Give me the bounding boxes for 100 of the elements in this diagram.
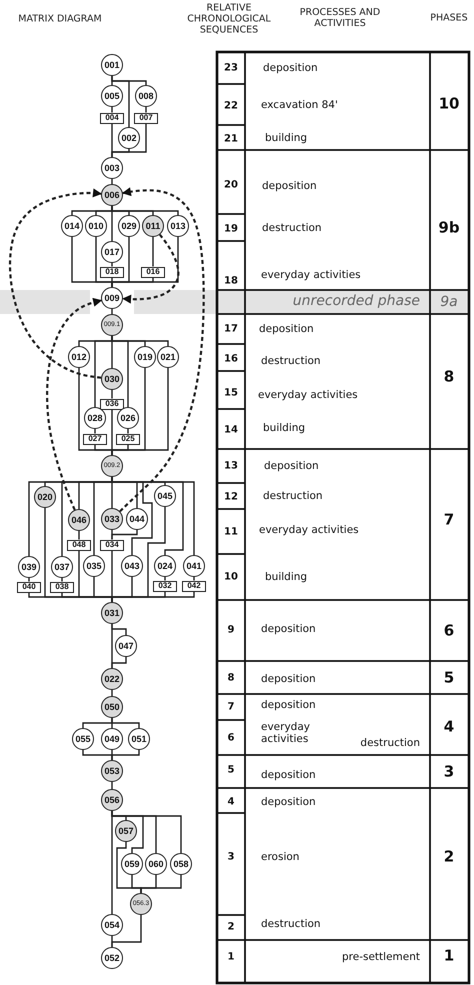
unit-circle: 017 — [101, 241, 123, 263]
unit-circle: 022 — [101, 668, 123, 690]
unit-circle: 005 — [101, 85, 123, 107]
unit-circle: 049 — [101, 728, 123, 750]
unit-circle: 050 — [101, 696, 123, 718]
column-header: PHASES — [429, 14, 469, 24]
unit-circle: 059 — [121, 853, 143, 875]
process-label: destruction — [263, 490, 323, 502]
unit-label-box: 027 — [83, 434, 107, 444]
unit-circle: 039 — [18, 556, 40, 578]
unit-label-box: 040 — [17, 582, 41, 592]
sequence-number: 23 — [224, 62, 238, 74]
unit-circle: 019 — [134, 346, 156, 368]
unit-circle: 010 — [85, 215, 107, 237]
sequence-number: 8 — [228, 672, 234, 684]
unit-circle: 003 — [101, 157, 123, 179]
unit-circle: 009 — [101, 287, 123, 309]
unit-circle: 013 — [167, 215, 189, 237]
process-label: destruction — [261, 354, 321, 368]
unit-label-box: 004 — [100, 112, 124, 124]
sequence-number: 2 — [228, 921, 234, 933]
dashed-arrow — [8, 188, 102, 379]
unit-circle: 008 — [135, 85, 157, 107]
unit-circle: 054 — [101, 914, 123, 936]
unit-label-box: 042 — [182, 580, 206, 592]
unit-circle: 014 — [61, 215, 83, 237]
unit-circle: 021 — [157, 346, 179, 368]
unit-label-box: 007 — [134, 112, 158, 124]
process-label: deposition — [261, 796, 316, 808]
connector-line — [111, 237, 179, 287]
connector-line — [111, 811, 113, 914]
connector-line — [111, 76, 147, 85]
sequence-number: 4 — [228, 796, 234, 808]
column-header: RELATIVE CHRONOLOGICAL SEQUENCES — [186, 4, 272, 36]
phase-number: 10 — [438, 95, 460, 113]
sequence-number: 7 — [228, 701, 234, 713]
dashed-arrow — [119, 187, 205, 512]
dashed-arrow — [46, 298, 102, 510]
unit-circle: 011 — [142, 215, 164, 237]
sequence-number: 16 — [224, 353, 238, 365]
sequence-number: 10 — [224, 571, 238, 583]
unit-circle: 031 — [101, 602, 123, 624]
unit-circle: 024 — [154, 555, 176, 577]
process-label: erosion — [261, 850, 300, 864]
process-label: everyday activities — [261, 720, 311, 746]
connector-line — [111, 657, 127, 668]
connector-line — [111, 750, 140, 760]
process-label: deposition — [263, 62, 318, 74]
unit-circle: 041 — [183, 555, 205, 577]
phase-number: 2 — [444, 848, 454, 866]
process-label: deposition — [259, 322, 314, 336]
sequence-number: 17 — [224, 323, 238, 335]
phase-number: 7 — [444, 511, 454, 529]
unit-circle: 044 — [126, 508, 148, 530]
unit-circle: 020 — [34, 486, 56, 508]
process-label: building — [263, 422, 306, 434]
process-label: building — [265, 132, 308, 144]
unit-circle: 033 — [101, 508, 123, 530]
process-label: building — [265, 570, 308, 584]
process-label: everyday activities — [259, 524, 359, 536]
connector-line — [111, 936, 113, 947]
phase-number: 1 — [444, 947, 454, 965]
phase-number: 9a — [440, 294, 458, 310]
unit-circle: 046 — [68, 509, 90, 531]
process-label: deposition — [262, 180, 317, 192]
dashed-arrow — [122, 234, 180, 304]
sequence-number: 15 — [224, 387, 238, 399]
process-label: destruction — [261, 918, 321, 930]
unit-circle: 051 — [128, 728, 150, 750]
sequence-number: 20 — [224, 179, 238, 191]
unit-circle: 045 — [154, 485, 176, 507]
unit-circle: 002 — [118, 127, 140, 149]
unit-circle: 029 — [118, 215, 140, 237]
unit-circle: 006 — [101, 184, 123, 206]
connector-line — [111, 718, 140, 728]
sequence-number: 14 — [224, 424, 238, 436]
process-label: destruction — [360, 736, 420, 750]
phase-note: unrecorded phase — [292, 292, 420, 310]
column-header: PROCESSES AND ACTIVITIES — [298, 8, 382, 30]
sequence-number: 5 — [228, 764, 234, 776]
phase-number: 4 — [444, 718, 454, 736]
sequence-number: 19 — [224, 223, 238, 235]
unit-label-box: 016 — [141, 266, 165, 278]
phase-number: 6 — [444, 622, 454, 640]
unit-circle: 028 — [84, 407, 106, 429]
unit-label-box: 034 — [100, 540, 124, 550]
connector-line — [111, 336, 169, 346]
process-label: everyday activities — [258, 388, 358, 402]
unit-circle: 053 — [101, 760, 123, 782]
column-header: MATRIX DIAGRAM — [17, 14, 103, 26]
sequence-number: 6 — [228, 732, 234, 744]
sequence-number: 13 — [224, 460, 238, 472]
sequence-number: 9 — [228, 624, 234, 636]
sequence-number: 18 — [224, 275, 238, 287]
unit-circle: 030 — [101, 368, 123, 390]
process-label: excavation 84' — [261, 98, 338, 112]
sequence-number: 21 — [224, 133, 238, 145]
process-label: deposition — [261, 698, 316, 712]
unit-circle: 057 — [115, 820, 137, 842]
connector-line — [152, 237, 154, 266]
